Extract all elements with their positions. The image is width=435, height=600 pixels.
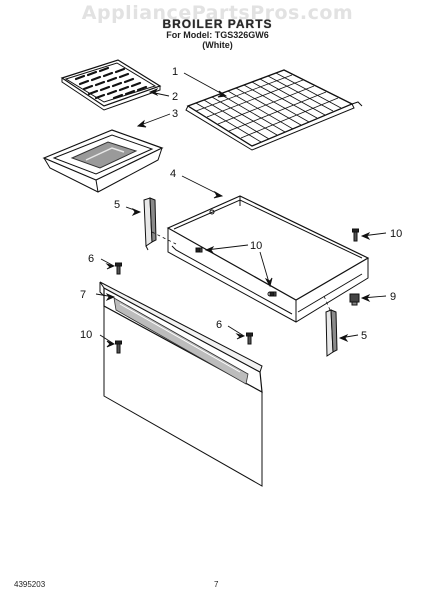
callout-10-drawer-left: 10 bbox=[250, 240, 262, 252]
screw-6-right bbox=[246, 332, 253, 345]
leader-lines bbox=[95, 72, 387, 348]
part-slide-right bbox=[325, 309, 338, 357]
part-broiler-pan-grid bbox=[60, 59, 162, 111]
callout-3: 3 bbox=[172, 108, 178, 120]
callout-1: 1 bbox=[172, 66, 178, 78]
callout-2: 2 bbox=[172, 91, 178, 103]
callout-9: 9 bbox=[390, 291, 396, 303]
callout-4: 4 bbox=[170, 168, 176, 180]
part-broiler-drawer bbox=[166, 195, 370, 323]
color-line: (White) bbox=[202, 40, 233, 51]
page-number: 7 bbox=[214, 580, 219, 589]
screw-10-right-top bbox=[352, 228, 359, 242]
slide-alignment-dashes bbox=[151, 231, 331, 311]
screw-10-drawer-left bbox=[195, 247, 203, 253]
part-broiler-pan bbox=[42, 129, 164, 193]
callout-7: 7 bbox=[80, 289, 86, 301]
callout-10-left-bottom: 10 bbox=[80, 329, 92, 341]
model-line: For Model: TGS326GW6 bbox=[166, 30, 269, 41]
diagram-title: BROILER PARTS bbox=[162, 17, 273, 31]
part-oven-rack bbox=[185, 69, 363, 151]
diagram-header: BROILER PARTS For Model: TGS326GW6 (Whit… bbox=[0, 17, 435, 51]
document-number: 4395203 bbox=[14, 580, 46, 589]
screw-10-left-bottom bbox=[115, 340, 122, 354]
screw-6-left bbox=[115, 262, 122, 275]
watermark: AppliancePartsPros.com bbox=[81, 2, 354, 24]
callout-5-left: 5 bbox=[114, 199, 120, 211]
part-drawer-front-panel bbox=[99, 281, 263, 487]
callout-6-right: 6 bbox=[216, 319, 222, 331]
part-slide-left bbox=[143, 197, 157, 251]
screw-10-drawer-right bbox=[269, 291, 277, 297]
clip-9 bbox=[349, 293, 360, 306]
callout-10-right-top: 10 bbox=[390, 228, 402, 240]
callout-5-right: 5 bbox=[361, 330, 367, 342]
callout-6-left: 6 bbox=[88, 253, 94, 265]
